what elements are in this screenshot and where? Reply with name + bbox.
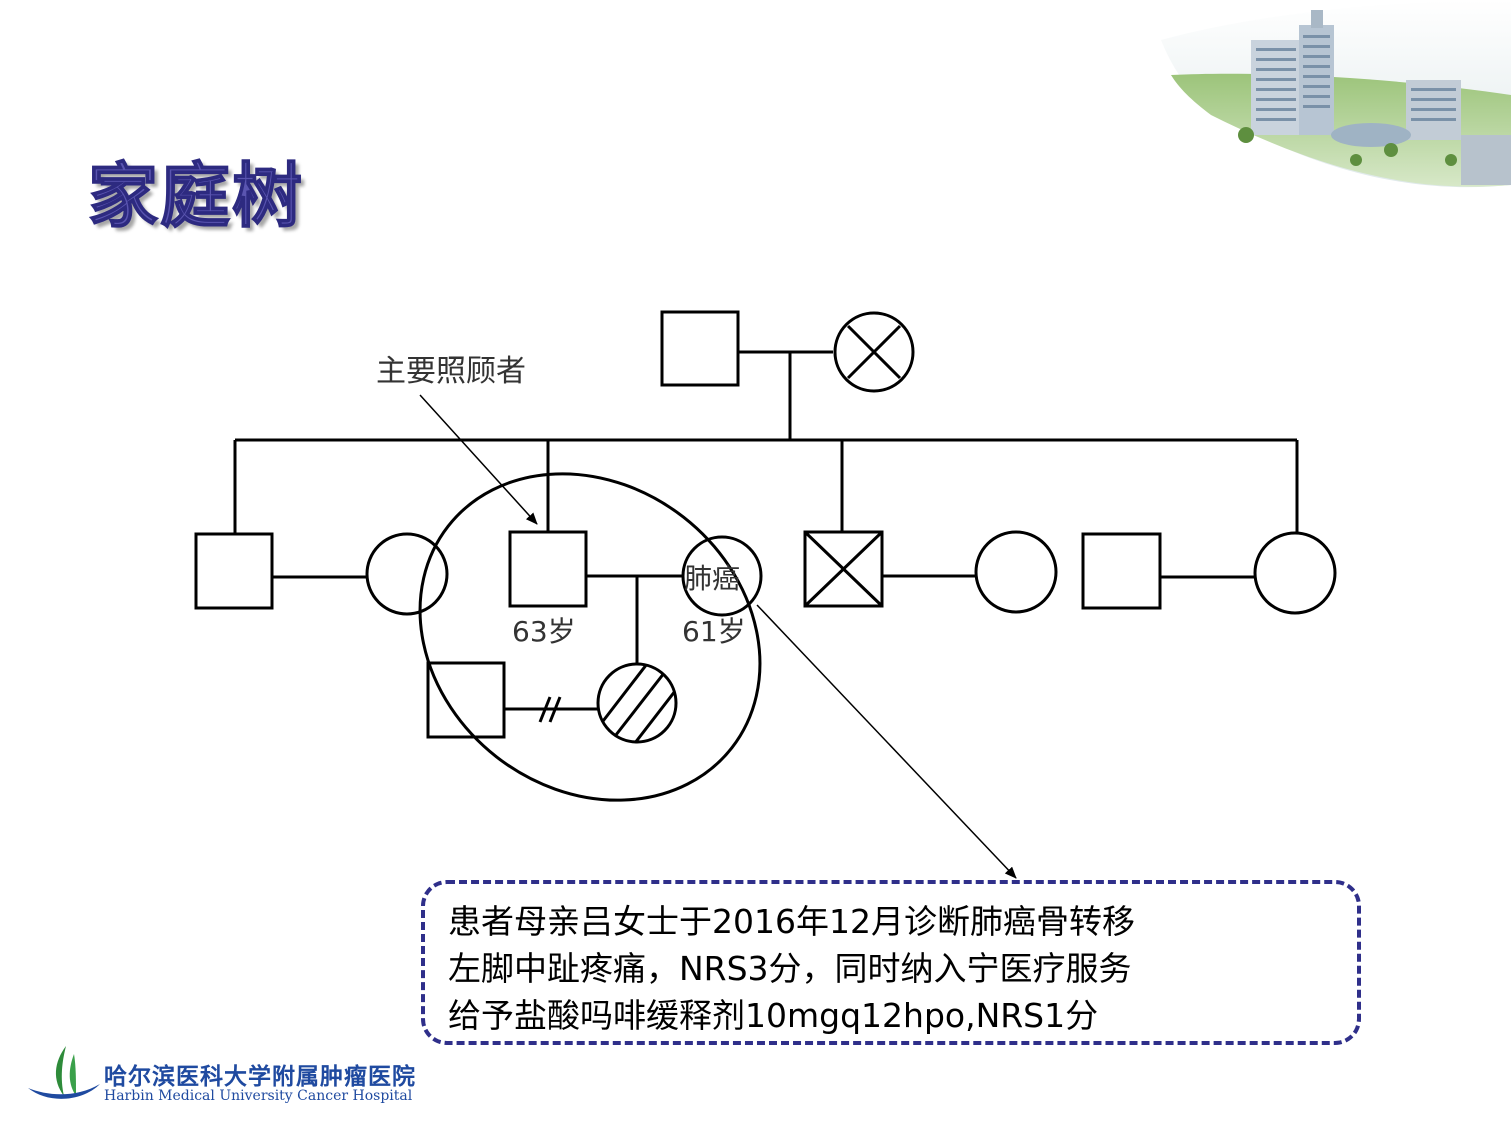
hospital-building-icon	[1161, 0, 1511, 188]
caregiver-label: 主要照顾者	[376, 354, 526, 389]
divorce-slash-2	[548, 696, 562, 723]
note-box	[421, 880, 1361, 1045]
leaf-logo-icon	[28, 1046, 100, 1099]
uncle-1-wife-female-symbol	[365, 532, 449, 616]
mother-age-label: 61岁	[682, 615, 746, 648]
aunt-female-symbol	[1253, 531, 1337, 615]
uncle-3-male-symbol	[1081, 532, 1162, 610]
uncle-2-deceased-male-symbol	[803, 530, 884, 608]
patient-female-symbol	[596, 662, 678, 744]
note-text: 患者母亲吕女士于2016年12月诊断肺癌骨转移 左脚中趾疼痛，NRS3分，同时纳…	[448, 898, 1135, 1039]
grandmother-deceased-symbol	[833, 311, 915, 393]
hospital-name: 哈尔滨医科大学附属肿瘤医院	[104, 1064, 416, 1090]
divorce-slash-1	[538, 696, 552, 723]
nuclear-family-ellipse	[418, 472, 762, 802]
note-line: 患者母亲吕女士于2016年12月诊断肺癌骨转移	[448, 902, 1135, 941]
page-title: 家庭树	[87, 154, 304, 238]
father-age-label: 63岁	[512, 615, 576, 648]
note-line: 给予盐酸吗啡缓释剂10mgq12hpo,NRS1分	[448, 996, 1099, 1035]
uncle-2-wife-female-symbol	[974, 530, 1058, 614]
note-line: 左脚中趾疼痛，NRS3分，同时纳入宁医疗服务	[448, 949, 1132, 988]
son-in-law-male-symbol	[426, 661, 506, 739]
caregiver-arrow	[419, 394, 538, 525]
note-arrow	[756, 604, 1017, 879]
mother-diagnosis-label: 肺癌	[684, 562, 740, 595]
father-male-symbol	[508, 530, 588, 608]
uncle-1-male-symbol	[194, 532, 274, 610]
hospital-name-en: Harbin Medical University Cancer Hospita…	[104, 1088, 413, 1104]
grandfather-male-symbol	[660, 310, 740, 387]
mother-female-symbol	[681, 535, 763, 617]
